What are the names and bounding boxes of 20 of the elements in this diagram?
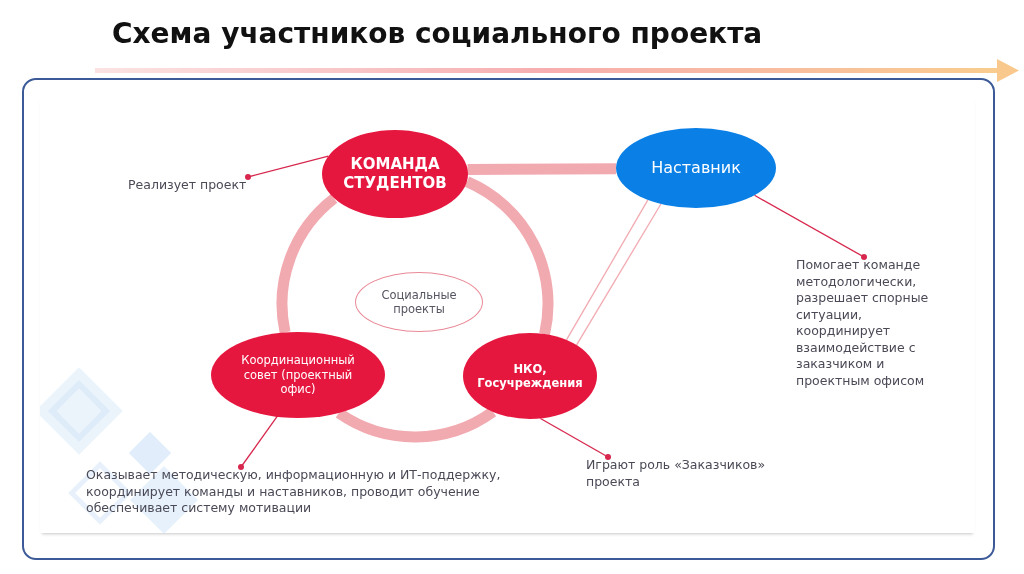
ring-arc [276, 194, 338, 334]
annotation-text: Играют роль «Заказчиков» проекта [586, 457, 781, 490]
leader-line [238, 416, 278, 470]
ring-arc [464, 176, 554, 335]
node-label: Социальные проекты [380, 287, 458, 317]
annotation-text: Помогает команде методологически, разрешает спорные ситуации, координирует взаимодействие с заказчиком и проектным офисом [796, 257, 944, 389]
connector-line [565, 199, 649, 341]
leader-line [539, 417, 611, 460]
connector-line [575, 203, 662, 346]
leader-line [245, 155, 329, 180]
annotation-text: Реализует проект [128, 177, 247, 194]
connector-bar [467, 163, 616, 175]
node-label: НКО, Госучреждения [476, 361, 584, 391]
leader-line [753, 194, 867, 260]
node-label: Наставник [650, 158, 742, 178]
ring-arc [336, 407, 496, 443]
page-title: Схема участников социального проекта [112, 17, 763, 51]
node-label: КОМАНДА СТУДЕНТОВ [342, 155, 448, 193]
annotation-text: Оказывает методическую, информационную и ИТ-поддержку, координирует команды и наставников, проводит обучение обеспечивает систему мотивации [86, 467, 548, 517]
node-label: Координационный совет (проектный офис) [240, 353, 356, 397]
